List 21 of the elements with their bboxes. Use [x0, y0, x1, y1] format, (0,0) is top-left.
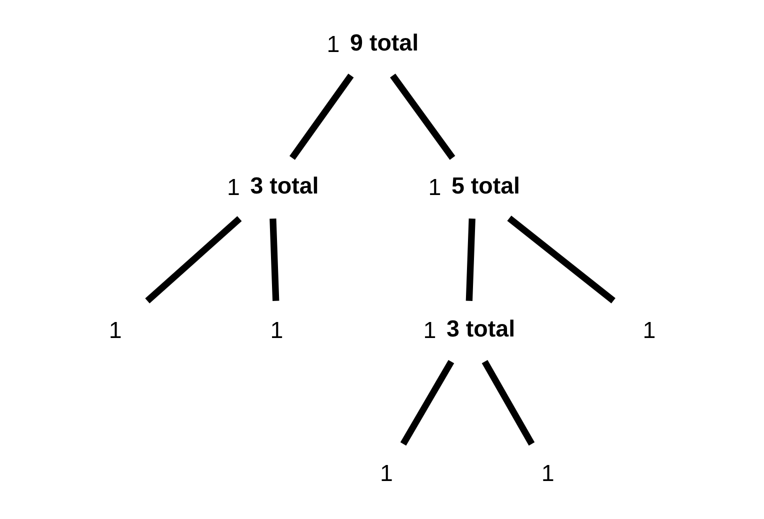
node-text: 1 [108, 317, 122, 343]
connector [144, 216, 242, 304]
connector [269, 218, 279, 302]
node-text: 1 [226, 174, 240, 200]
node-text: 1 [428, 174, 441, 200]
connector [465, 218, 475, 302]
node-label: 3 total [446, 315, 515, 342]
node-text: 1 [380, 460, 392, 486]
node-label: 9 total [350, 29, 418, 56]
node-label: 5 total [451, 172, 520, 198]
connector [400, 360, 454, 446]
node-text: 1 [270, 317, 283, 343]
node-label: 3 total [250, 172, 318, 198]
connector [289, 74, 354, 160]
connector [481, 360, 534, 446]
node-text: 1 [326, 30, 340, 57]
node-text: 1 [642, 317, 656, 343]
connector [390, 74, 455, 160]
node-text: 1 [422, 317, 436, 343]
connector [506, 216, 615, 304]
node-text: 1 [540, 460, 554, 486]
